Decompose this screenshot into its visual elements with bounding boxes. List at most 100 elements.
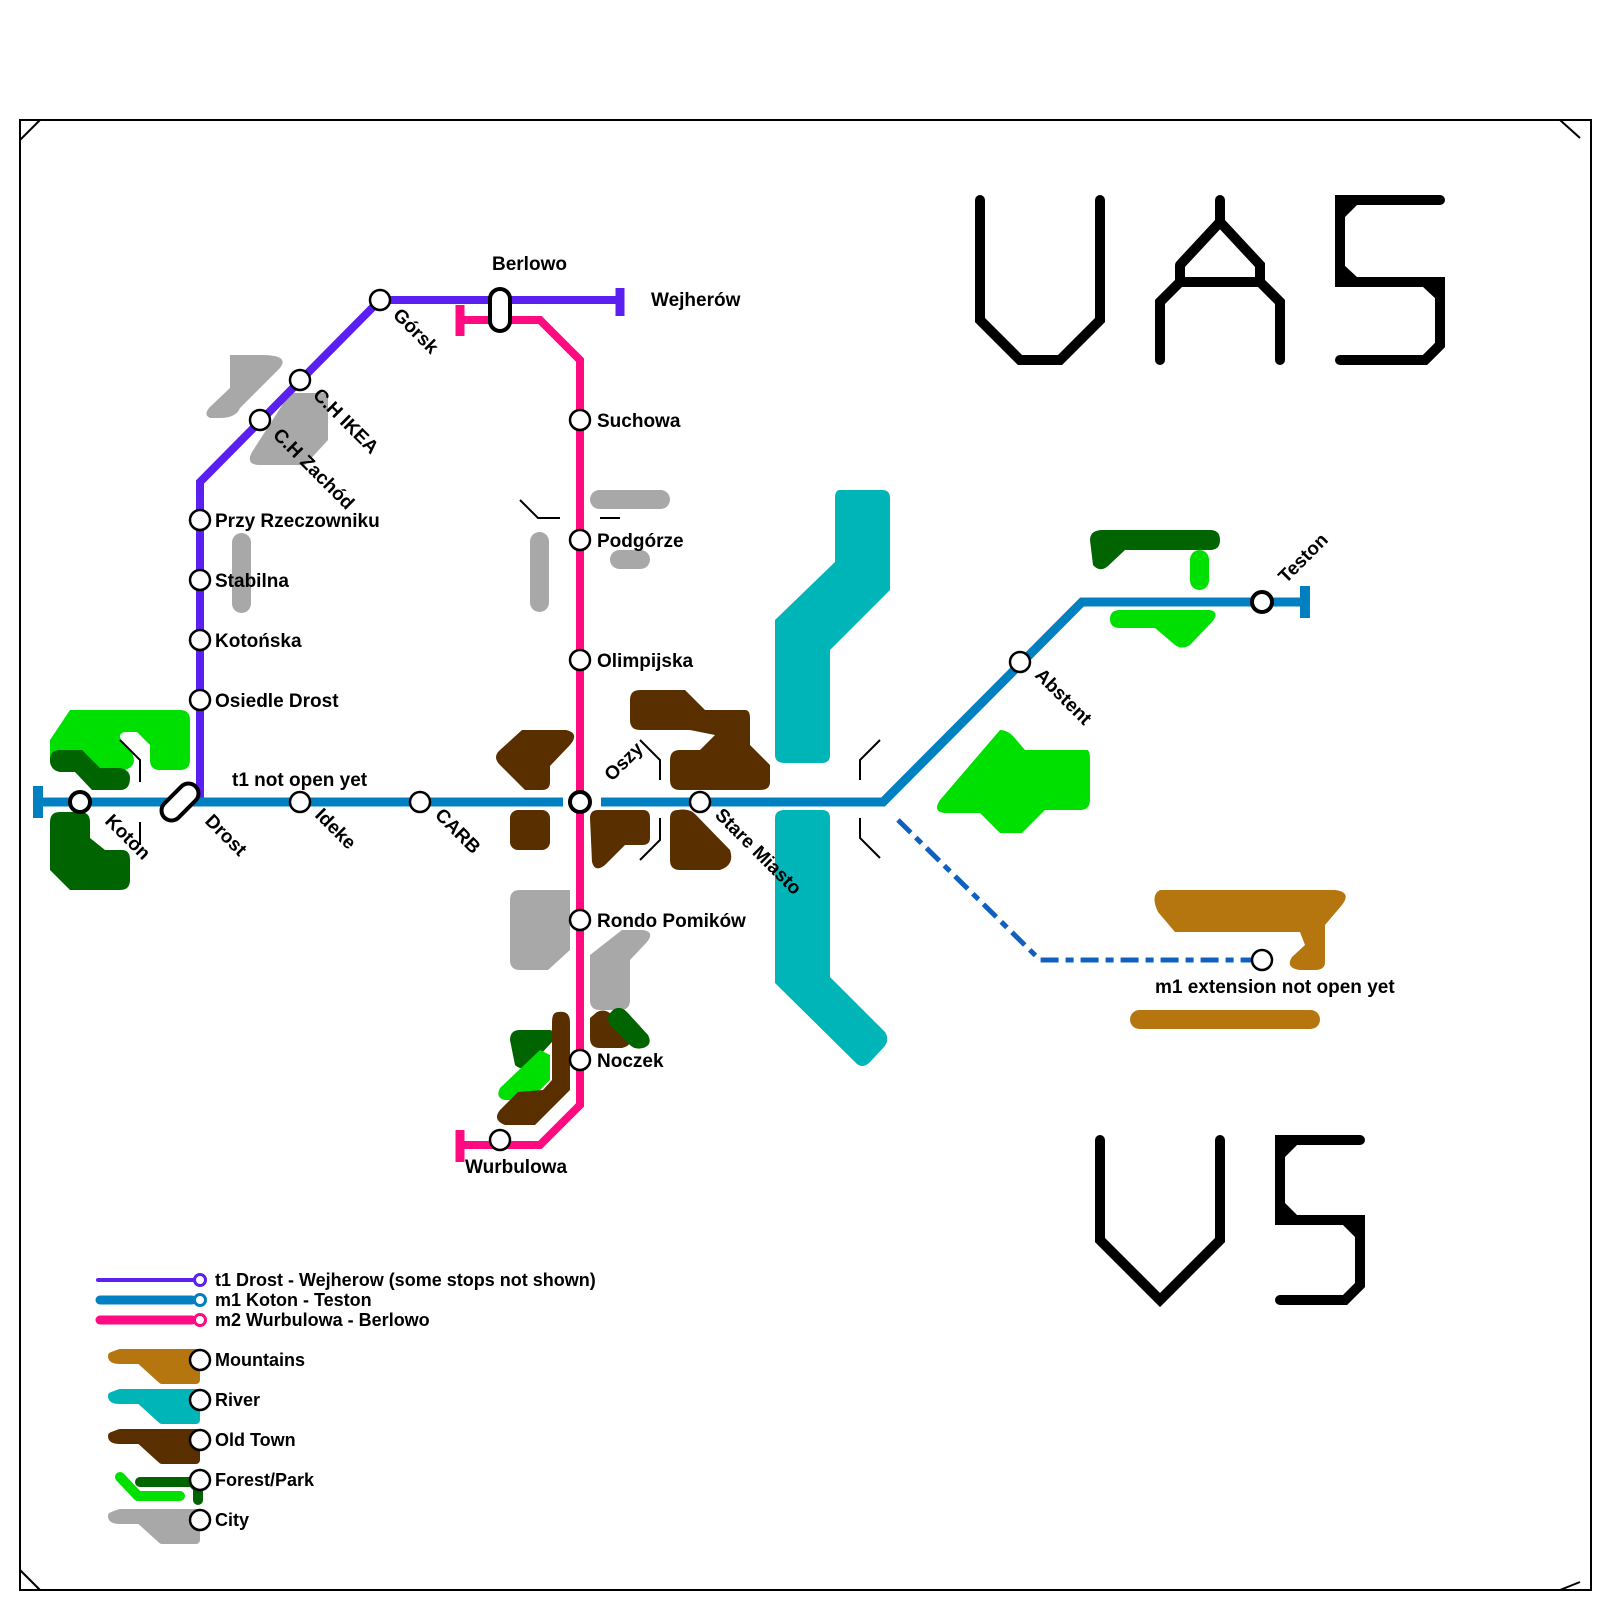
- old-town-area: [496, 730, 575, 790]
- label-olimpijska: Olimpijska: [597, 651, 694, 672]
- forest-area: [1090, 530, 1220, 570]
- legend-item-river: River: [108, 1388, 260, 1424]
- legend-mountains-icon: [188, 1348, 212, 1372]
- old-town-area: [590, 810, 650, 869]
- river: [775, 490, 890, 1066]
- label-teston: Teston: [1275, 530, 1333, 588]
- city-area: [590, 490, 670, 509]
- old-town-area: [510, 810, 550, 850]
- station-osiedle-drost[interactable]: [188, 688, 212, 712]
- old-town-area: [670, 809, 732, 870]
- legend-label: River: [215, 1390, 260, 1410]
- station-olimpijska[interactable]: [568, 648, 592, 672]
- river-area: [775, 810, 888, 1066]
- station-rondo-pomikow[interactable]: [568, 908, 592, 932]
- m2-route: [460, 316, 584, 1149]
- station-podgorze[interactable]: [568, 528, 592, 552]
- old-town-areas: [496, 690, 770, 1048]
- legend-old-town-icon: [188, 1428, 212, 1452]
- m1-extension-route: [896, 818, 1260, 963]
- station-abstent[interactable]: [1008, 650, 1032, 674]
- mountains-area: [1154, 890, 1346, 970]
- station-ideke[interactable]: [288, 790, 312, 814]
- park-area: [1190, 550, 1209, 590]
- old-town-area: [590, 1010, 631, 1048]
- city-area: [610, 550, 650, 569]
- forest-area: [50, 750, 130, 790]
- station-ch-zachod[interactable]: [248, 408, 272, 432]
- legend-forest-park-icon: [188, 1468, 212, 1492]
- label-suchowa: Suchowa: [597, 411, 681, 432]
- park-area: [936, 730, 1090, 833]
- legend-item-mountains: Mountains: [108, 1348, 305, 1384]
- station-gorsk[interactable]: [368, 288, 392, 312]
- city-area: [590, 930, 651, 1010]
- station-carb[interactable]: [408, 790, 432, 814]
- glyph-s2: [1275, 1135, 1365, 1305]
- label-drost: Drost: [200, 811, 250, 861]
- note-m1-extension: m1 extension not open yet: [1155, 977, 1395, 998]
- station-berlowo-interchange[interactable]: [488, 287, 512, 333]
- legend-t1-icon: [193, 1273, 207, 1287]
- legend-label: m2 Wurbulowa - Berlowo: [215, 1310, 430, 1330]
- station-teston[interactable]: [1250, 590, 1274, 614]
- legend-item-m1: m1 Koton - Teston: [95, 1290, 372, 1310]
- river-area: [775, 490, 890, 763]
- label-wurbulowa: Wurbulowa: [465, 1157, 567, 1178]
- glyph-v: [1095, 1135, 1225, 1308]
- label-oszy: Oszy: [601, 738, 648, 785]
- legend-item-old-town: Old Town: [108, 1428, 296, 1464]
- station-stabilna[interactable]: [188, 568, 212, 592]
- city-area: [530, 532, 549, 612]
- station-stare-miasto[interactable]: [688, 790, 712, 814]
- station-ch-ikea[interactable]: [288, 368, 312, 392]
- glyph-a: [1155, 195, 1285, 365]
- legend-m1-icon: [193, 1293, 207, 1307]
- glyph-u: [975, 195, 1105, 365]
- legend-label: m1 Koton - Teston: [215, 1290, 372, 1310]
- station-kotonska[interactable]: [188, 628, 212, 652]
- station-suchowa[interactable]: [568, 408, 592, 432]
- label-ideke: Ideke: [310, 805, 359, 854]
- station-wurbulowa[interactable]: [488, 1128, 512, 1152]
- bridge-marks: [119, 499, 881, 861]
- label-berlowo: Berlowo: [492, 254, 567, 275]
- label-przy-rzeczowniku: Przy Rzeczowniku: [215, 511, 380, 532]
- line-m2: [455, 305, 584, 1162]
- legend-item-city: City: [108, 1508, 249, 1544]
- legend-label: Mountains: [215, 1350, 305, 1370]
- forest-area: [50, 812, 130, 890]
- legend-m2-icon: [193, 1313, 207, 1327]
- map-frame: [19, 119, 1592, 1591]
- legend-river-icon: [188, 1388, 212, 1412]
- label-carb: CARB: [430, 805, 484, 859]
- legend-item-t1: t1 Drost - Wejherow (some stops not show…: [96, 1270, 596, 1290]
- old-town-area: [630, 690, 770, 790]
- station-przy-rzeczowniku[interactable]: [188, 508, 212, 532]
- station-noczek[interactable]: [568, 1048, 592, 1072]
- legend-label: Forest/Park: [215, 1470, 315, 1490]
- legend-label: t1 Drost - Wejherow (some stops not show…: [215, 1270, 596, 1290]
- city-areas: [206, 355, 670, 1010]
- label-podgorze: Podgórze: [597, 531, 684, 552]
- glyph-s2-detail: [1275, 1135, 1365, 1240]
- label-wejherow: Wejherów: [651, 290, 741, 311]
- label-rondo-pomikow: Rondo Pomików: [597, 911, 746, 932]
- station-koton[interactable]: [68, 790, 92, 814]
- legend-item-m2: m2 Wurbulowa - Berlowo: [95, 1310, 430, 1330]
- label-kotonska: Kotońska: [215, 631, 302, 652]
- city-area: [249, 393, 328, 465]
- station-oszy-interchange[interactable]: [568, 790, 592, 814]
- label-abstent: Abstent: [1030, 665, 1095, 730]
- label-gorsk: Górsk: [388, 305, 442, 359]
- station-m1-extension-terminus[interactable]: [1250, 948, 1274, 972]
- glyph-s-detail: [1335, 195, 1445, 365]
- station-drost-interchange[interactable]: [157, 779, 202, 824]
- title-uas: [975, 195, 1445, 365]
- legend-item-forest-park: Forest/Park: [115, 1468, 315, 1505]
- title-vs: [1095, 1135, 1365, 1308]
- park-area: [1110, 610, 1216, 648]
- m1-route-east: [601, 597, 1305, 807]
- legend: t1 Drost - Wejherow (some stops not show…: [95, 1270, 596, 1544]
